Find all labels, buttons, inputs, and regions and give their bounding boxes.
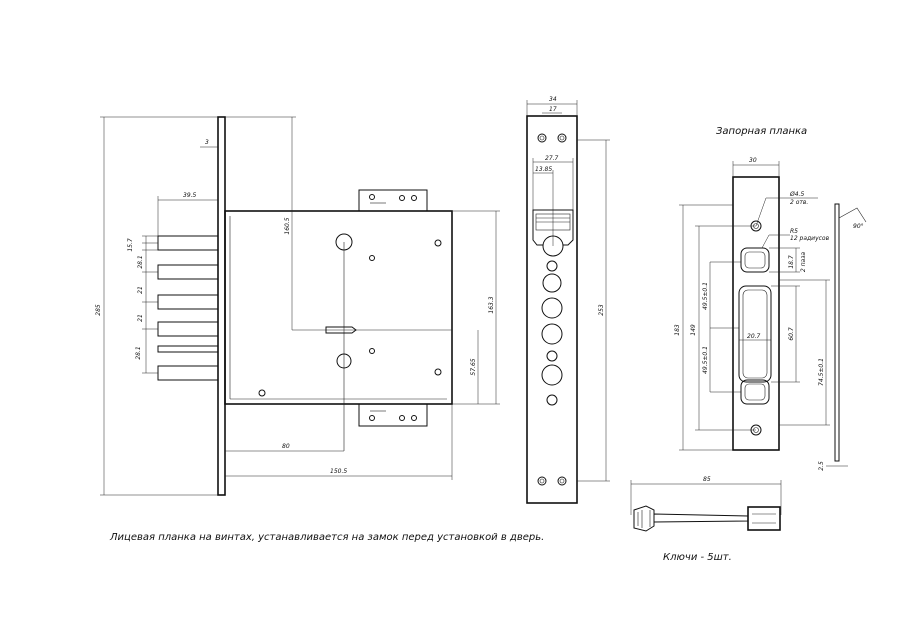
faceplate-caption: Лицевая планка на винтах, устанавливаетс… <box>109 532 544 543</box>
dim-case-height: 163.3 <box>488 296 495 313</box>
key-drawing <box>633 505 781 532</box>
dim-case-width: 150.5 <box>330 468 347 475</box>
dim-total-length: 183 <box>674 324 681 336</box>
dim-strike-width: 30 <box>749 157 757 164</box>
dim-bolt-projection: 39.5 <box>183 192 197 199</box>
dim-thickness: 2.5 <box>818 461 825 471</box>
lock-body-view: 285 3 39.5 15.7 28.1 21 21 28.1 160.5 16… <box>95 116 500 496</box>
dim-slot-width-note: 2 паза <box>800 252 807 273</box>
dim-overall-height: 285 <box>95 304 102 316</box>
dim-faceplate-length: 253 <box>598 304 605 316</box>
lock-body-dim-labels: 285 3 39.5 15.7 28.1 21 21 28.1 160.5 16… <box>95 139 495 475</box>
dim-backset: 80 <box>282 443 290 450</box>
dim-cyl-offset: 13.85 <box>535 166 552 173</box>
strike-profile <box>834 203 840 462</box>
dim-faceplate-width: 34 <box>549 96 557 103</box>
dim-inner-span: 149 <box>690 324 697 336</box>
dim-lower-offset: 57.65 <box>470 358 477 375</box>
dim-lower: 74.5±0.1 <box>818 358 825 386</box>
dim-pitch-upper: 49.5±0.1 <box>702 282 709 310</box>
dim-radius: R5 <box>790 228 798 235</box>
bottom-bracket <box>358 404 428 427</box>
dim-center-slot: 60.7 <box>788 327 795 341</box>
dim-center-width: 20.7 <box>747 333 761 340</box>
dim-face-thickness: 3 <box>205 139 209 146</box>
lock-faceplate <box>217 116 226 496</box>
faceplate-body <box>526 115 578 504</box>
dim-bend-angle: 90° <box>853 223 864 230</box>
keys-label: Ключи - 5шт. <box>663 552 732 563</box>
strike-plate-body <box>732 176 780 451</box>
lock-case <box>224 210 453 405</box>
dim-bolt-spacing-2: 21 <box>137 286 144 294</box>
dim-radius-note: 12 радиусов <box>790 235 830 242</box>
lock-body-dimensions <box>100 116 500 496</box>
key-view: 85 Ключи - 5шт. <box>630 476 782 563</box>
strike-plate-title: Запорная планка <box>716 126 807 137</box>
dim-bolt-spacing-1: 28.1 <box>137 255 144 268</box>
dim-cyl-width: 27.7 <box>545 155 559 162</box>
dim-spindle-offset: 160.5 <box>284 217 291 234</box>
faceplate-view: 34 17 27.7 13.85 253 <box>526 96 610 504</box>
dim-faceplate-inner: 17 <box>549 106 557 113</box>
dim-screw-hole-note: 2 отв. <box>790 199 808 206</box>
bolts <box>157 235 219 381</box>
dim-key-length: 85 <box>703 476 711 483</box>
dim-slot-width: 18.7 <box>788 255 795 269</box>
strike-plate-view: Запорная планка <box>674 126 867 471</box>
dim-pitch-lower: 49.5±0.1 <box>702 346 709 374</box>
top-bracket <box>358 189 428 211</box>
dim-bolt-spacing-3: 21 <box>137 314 144 322</box>
dim-bolt-gap-top: 15.7 <box>127 238 134 252</box>
dim-bolt-spacing-4: 28.1 <box>135 346 142 359</box>
dim-screw-hole: Ø4.5 <box>789 191 804 198</box>
